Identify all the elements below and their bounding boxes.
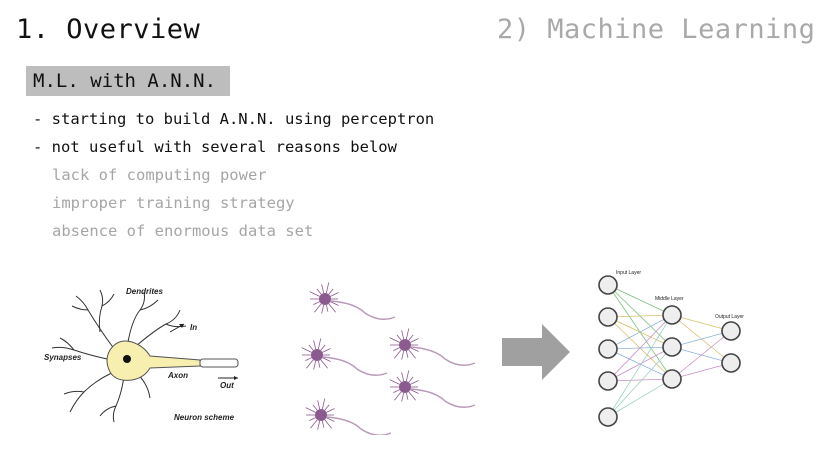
network-node [598, 371, 618, 391]
neuron-cells [301, 282, 476, 435]
out-label: Out [220, 381, 234, 390]
arrow-right-icon [502, 324, 570, 380]
network-node [598, 339, 618, 359]
network-node [662, 305, 682, 325]
synapses-label: Synapses [44, 353, 82, 362]
neuron-cells-figure [301, 282, 476, 435]
neuron-cell-icon [389, 328, 476, 366]
middle-layer-label: Middle Layer [655, 296, 684, 302]
section-tag: M.L. with A.N.N. [26, 66, 230, 96]
neuron-cell-icon [389, 370, 476, 408]
neural-network-figure: Input Layer Middle Layer Output Layer [598, 270, 744, 427]
reason-list: lack of computing power improper trainin… [52, 165, 313, 249]
section-title: 2) Machine Learning [497, 14, 816, 45]
input-layer-label: Input Layer [616, 270, 641, 276]
network-node [662, 337, 682, 357]
reason-item: lack of computing power [52, 166, 267, 184]
network-edges [607, 284, 732, 418]
reason-item: absence of enormous data set [52, 222, 314, 240]
network-node [721, 353, 741, 373]
network-nodes [598, 275, 741, 427]
network-node [721, 321, 741, 341]
page-title: 1. Overview [16, 14, 201, 45]
bullet-item: - not useful with several reasons below [33, 138, 397, 156]
network-node [598, 407, 618, 427]
output-layer-label: Output Layer [715, 314, 744, 320]
neuron-scheme-figure: Dendrites In Synapses Axon Out Neuron sc… [44, 287, 239, 423]
dendrites-label: Dendrites [126, 287, 163, 296]
neuron-cell-icon [301, 338, 388, 376]
bullet-item: - starting to build A.N.N. using percept… [33, 110, 435, 128]
neuron-scheme-caption: Neuron scheme [174, 413, 235, 422]
network-node [598, 275, 618, 295]
in-label: In [190, 323, 197, 332]
neuron-cell-icon [309, 282, 396, 320]
reason-item: improper training strategy [52, 194, 295, 212]
network-node [662, 369, 682, 389]
bullet-list: - starting to build A.N.N. using percept… [33, 109, 434, 165]
axon-label: Axon [167, 371, 188, 380]
network-node [598, 307, 618, 327]
neuron-cell-icon [305, 398, 392, 435]
